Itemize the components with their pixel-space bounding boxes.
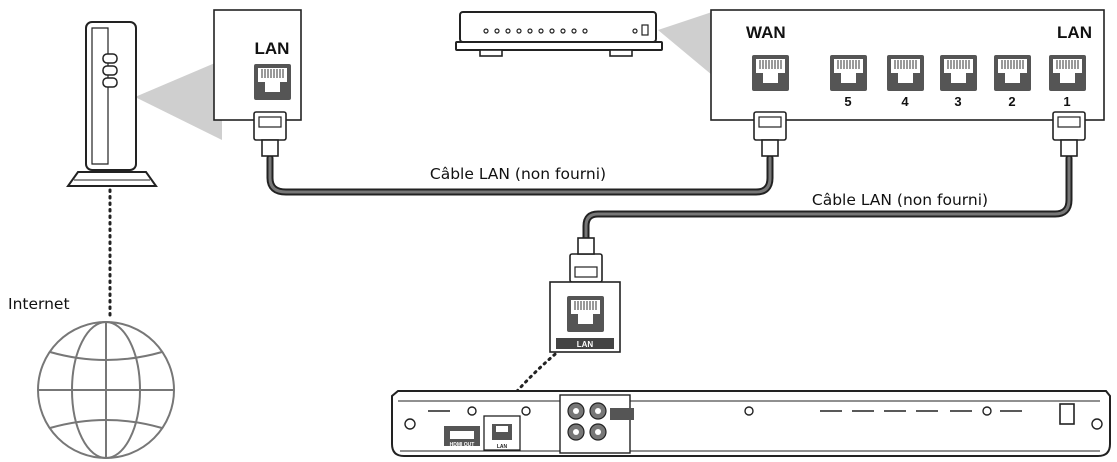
router-wan-label: WAN bbox=[746, 23, 786, 42]
player-lan-port-icon bbox=[566, 295, 605, 333]
player-panel-lan-label: LAN bbox=[497, 444, 508, 450]
router-port-number: 5 bbox=[844, 94, 851, 109]
modem-lan-callout: LAN bbox=[213, 9, 302, 157]
router-port-number: 4 bbox=[901, 94, 909, 109]
lan-cable-1 bbox=[266, 154, 774, 196]
optical-port-icon bbox=[610, 408, 634, 420]
router-wan-plug-icon bbox=[753, 111, 787, 157]
router-wan-port-icon bbox=[751, 54, 790, 92]
internet-label: Internet bbox=[8, 295, 70, 313]
router-lan-port-5-icon bbox=[829, 54, 868, 92]
modem-led-icon bbox=[102, 53, 118, 64]
cable-1-label: Câble LAN (non fourni) bbox=[430, 165, 606, 183]
modem-plug-icon bbox=[253, 111, 287, 157]
modem-led-icon bbox=[102, 65, 118, 76]
router-port-number: 1 bbox=[1063, 94, 1070, 109]
modem-lan-label: LAN bbox=[255, 39, 290, 58]
modem-lan-port-icon bbox=[253, 63, 292, 101]
player-back-panel: HDMI OUT LAN bbox=[391, 390, 1111, 457]
modem-led-icon bbox=[102, 77, 118, 88]
hdmi-label: HDMI OUT bbox=[450, 442, 475, 448]
router-lan-port-4-icon bbox=[886, 54, 925, 92]
cable-2-label: Câble LAN (non fourni) bbox=[812, 191, 988, 209]
modem-device bbox=[66, 21, 222, 187]
player-lan-callout: LAN bbox=[549, 237, 621, 353]
router-port-number: 3 bbox=[954, 94, 961, 109]
router-lan1-plug-icon bbox=[1052, 111, 1086, 157]
player-plug-icon bbox=[569, 237, 603, 283]
router-lan-port-2-icon bbox=[993, 54, 1032, 92]
lan-cable-2 bbox=[582, 154, 1073, 242]
router-lan-label: LAN bbox=[1057, 23, 1092, 42]
router-lan-port-1-icon bbox=[1048, 54, 1087, 92]
router-port-number: 2 bbox=[1008, 94, 1015, 109]
router-lan-port-3-icon bbox=[939, 54, 978, 92]
router-device bbox=[455, 11, 712, 75]
globe-icon bbox=[37, 321, 175, 459]
router-ports-callout: WAN LAN 5 4 3 2 1 bbox=[710, 9, 1105, 157]
player-lan-label: LAN bbox=[577, 340, 594, 349]
